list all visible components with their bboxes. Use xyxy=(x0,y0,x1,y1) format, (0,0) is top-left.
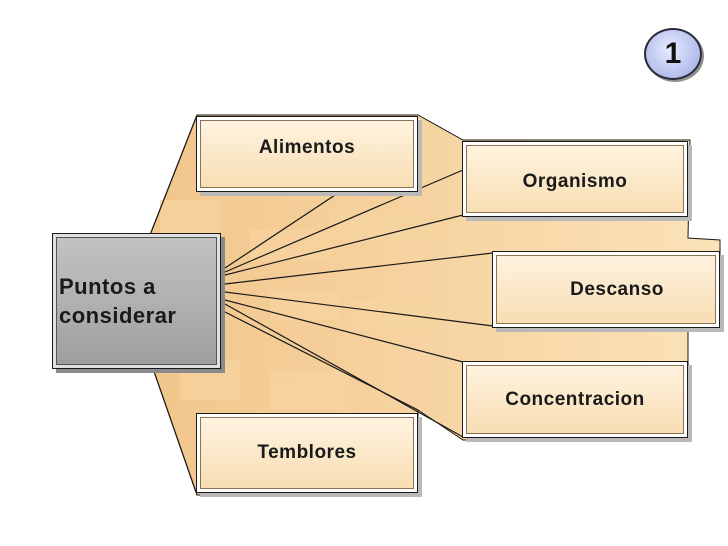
box-descanso: Descanso xyxy=(492,251,720,328)
connector-descanso-b xyxy=(224,291,494,327)
connector-bottom-edge xyxy=(149,359,198,496)
connector-top-edge xyxy=(149,114,198,236)
connector-descanso-a xyxy=(224,252,494,285)
connector-organismo-a xyxy=(224,169,464,273)
connector-concentracion-b xyxy=(224,303,464,438)
box-concentracion: Concentracion xyxy=(462,361,688,438)
box-alimentos: Alimentos xyxy=(196,116,418,192)
center-label: Puntos a considerar xyxy=(59,274,177,328)
center-box-puntos-a-considerar: Puntos a considerar xyxy=(52,233,221,369)
box-organismo: Organismo xyxy=(462,141,688,217)
slide-number-badge: 1 xyxy=(644,28,702,80)
connector-organismo-b xyxy=(224,214,464,276)
box-temblores: Temblores xyxy=(196,413,418,493)
connector-concentracion-a xyxy=(224,299,464,363)
connector-temblores xyxy=(224,311,419,411)
